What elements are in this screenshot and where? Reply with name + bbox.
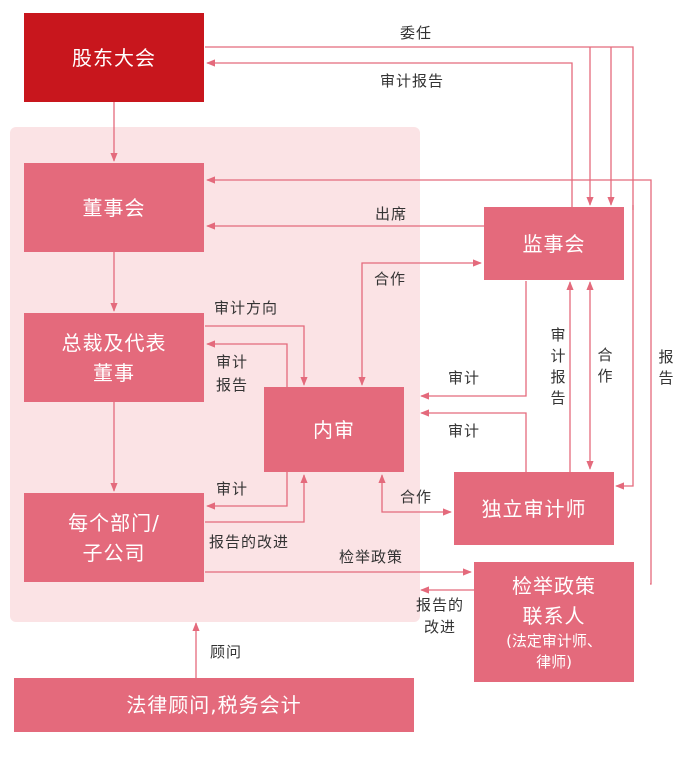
whistleblower-sub-line1: (法定审计师、 — [506, 632, 602, 650]
cooperate-bottom-label: 合作 — [400, 488, 433, 506]
audit-report-left-label-2: 报告 — [216, 376, 249, 394]
appoint-auditor-line — [615, 205, 634, 490]
independent-auditor-box: 独立审计师 — [454, 472, 614, 545]
audit-lower-left-label: 审计 — [216, 480, 249, 498]
appoint-label: 委任 — [400, 24, 433, 42]
whistleblower-contact-box: 检举政策 联系人 (法定审计师、 律师) — [474, 562, 634, 682]
internal-audit-label: 内审 — [313, 417, 355, 442]
supervisory-board-label: 监事会 — [522, 231, 586, 256]
departments-box: 每个部门/ 子公司 — [24, 493, 204, 582]
report-line — [206, 176, 652, 585]
board-of-directors-box: 董事会 — [24, 163, 204, 252]
shareholders-meeting-label: 股东大会 — [72, 45, 156, 70]
legal-tax-advisors-box: 法律顾问,税务会计 — [14, 678, 414, 732]
cooperate-top-line — [358, 259, 482, 386]
audit-report-top-line — [206, 59, 573, 207]
audit-upper-right-label: 审计 — [448, 369, 481, 387]
board-of-directors-label: 董事会 — [82, 195, 146, 220]
improvement-left-line — [205, 474, 308, 523]
legal-tax-advisors-label: 法律顾问,税务会计 — [126, 693, 302, 717]
improvement-right-label-1: 报告的 — [416, 596, 465, 614]
audit-report-left-line — [206, 340, 288, 388]
report-vertical-label: 报告 — [658, 348, 674, 387]
appoint-line — [205, 46, 634, 210]
supervisory-board-box: 监事会 — [484, 207, 624, 280]
ceo-label-line2: 董事 — [93, 360, 135, 385]
improvement-right-label-2: 改进 — [424, 618, 457, 636]
attend-label: 出席 — [375, 205, 408, 223]
whistle-edge-label: 检举政策 — [339, 548, 404, 566]
departments-label-line2: 子公司 — [82, 540, 146, 565]
audit-lower-left-line — [206, 472, 288, 510]
audit-direction-line — [205, 325, 308, 386]
whistleblower-label-line2: 联系人 — [522, 604, 586, 628]
cooperate-vertical-label: 合作 — [597, 346, 613, 385]
consult-label: 顾问 — [210, 643, 243, 661]
audit-lower-right-label: 审计 — [448, 422, 481, 440]
audit-report-vertical-label: 审计报告 — [550, 326, 566, 407]
whistleblower-sub-line2: 律师) — [536, 653, 572, 671]
audit-report-left-label-1: 审计 — [216, 353, 249, 371]
cooperate-top-label: 合作 — [374, 270, 407, 288]
ceo-label-line1: 总裁及代表 — [61, 330, 167, 355]
audit-upper-right-line — [420, 281, 527, 400]
departments-label-line1: 每个部门/ — [68, 510, 160, 535]
audit-report-top-label: 审计报告 — [380, 72, 445, 90]
audit-lower-right-line — [420, 409, 527, 472]
audit-direction-label: 审计方向 — [214, 299, 279, 317]
internal-audit-box: 内审 — [264, 387, 404, 472]
shareholders-meeting-box: 股东大会 — [24, 13, 204, 102]
cooperate-bottom-line — [378, 474, 452, 516]
independent-auditor-label: 独立审计师 — [481, 496, 587, 521]
ceo-box: 总裁及代表 董事 — [24, 313, 204, 402]
improvement-left-label: 报告的改进 — [209, 533, 290, 551]
whistleblower-label-line1: 检举政策 — [512, 574, 596, 598]
